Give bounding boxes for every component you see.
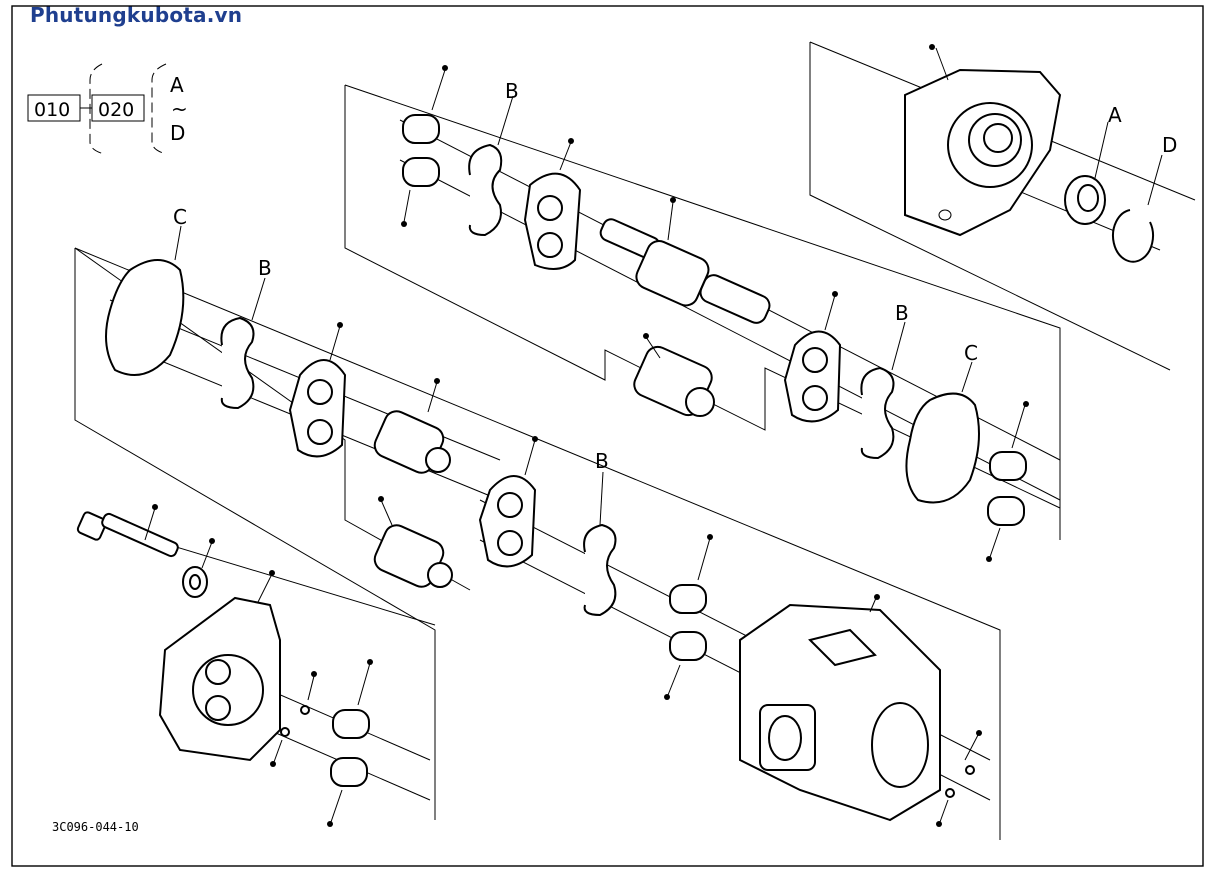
callout-c-left: C (173, 205, 187, 229)
side-plate-top (523, 138, 582, 270)
side-plate-left (288, 322, 347, 458)
callout-b-2: B (258, 256, 272, 280)
callout-c-right: C (964, 341, 978, 365)
callout-a: A (1108, 103, 1122, 127)
gear-left-upper (373, 378, 451, 474)
drawing-code: 3C096-044-10 (52, 820, 139, 834)
ref-box-020-label: 020 (98, 99, 134, 121)
side-plate-center (478, 436, 538, 568)
backup-ring-b-left: B (220, 256, 272, 410)
right-bushings (986, 401, 1029, 562)
backup-ring-b-top: B (468, 79, 519, 237)
diagram-border (11, 5, 1204, 867)
callout-b-1: B (505, 79, 519, 103)
backup-ring-b-center: B (583, 449, 617, 617)
side-plate-mid-right (783, 291, 842, 423)
range-to-label: D (170, 121, 185, 145)
relief-bolt (76, 504, 179, 558)
circlip-d: D (1112, 133, 1177, 263)
rear-bushings (327, 659, 373, 827)
range-symbol: ~ (171, 97, 188, 121)
center-bushings (664, 534, 713, 700)
ref-box-020 (91, 94, 145, 122)
oil-seal-a: A (1064, 103, 1122, 225)
gear-left-lower (373, 496, 453, 588)
front-cover-housing (904, 44, 1062, 237)
driven-gear-top (633, 333, 715, 417)
washer (182, 538, 215, 598)
backup-ring-b-right: B (860, 301, 909, 460)
range-from-label: A (170, 73, 184, 97)
brand-logo-text[interactable]: Phutungkubota.vn (30, 3, 243, 27)
callout-d: D (1162, 133, 1177, 157)
gear-case-body (739, 594, 982, 827)
callout-b-4: B (595, 449, 609, 473)
reference-legend: 010 020 A ~ D (27, 63, 188, 155)
o-ring-c-left: C (105, 205, 187, 376)
ref-box-010-label: 010 (34, 99, 70, 121)
rear-cover (158, 570, 317, 767)
drive-shaft-gear (599, 197, 771, 324)
upper-bushings (401, 65, 448, 227)
callout-b-3: B (895, 301, 909, 325)
o-ring-c-right: C (905, 341, 980, 504)
